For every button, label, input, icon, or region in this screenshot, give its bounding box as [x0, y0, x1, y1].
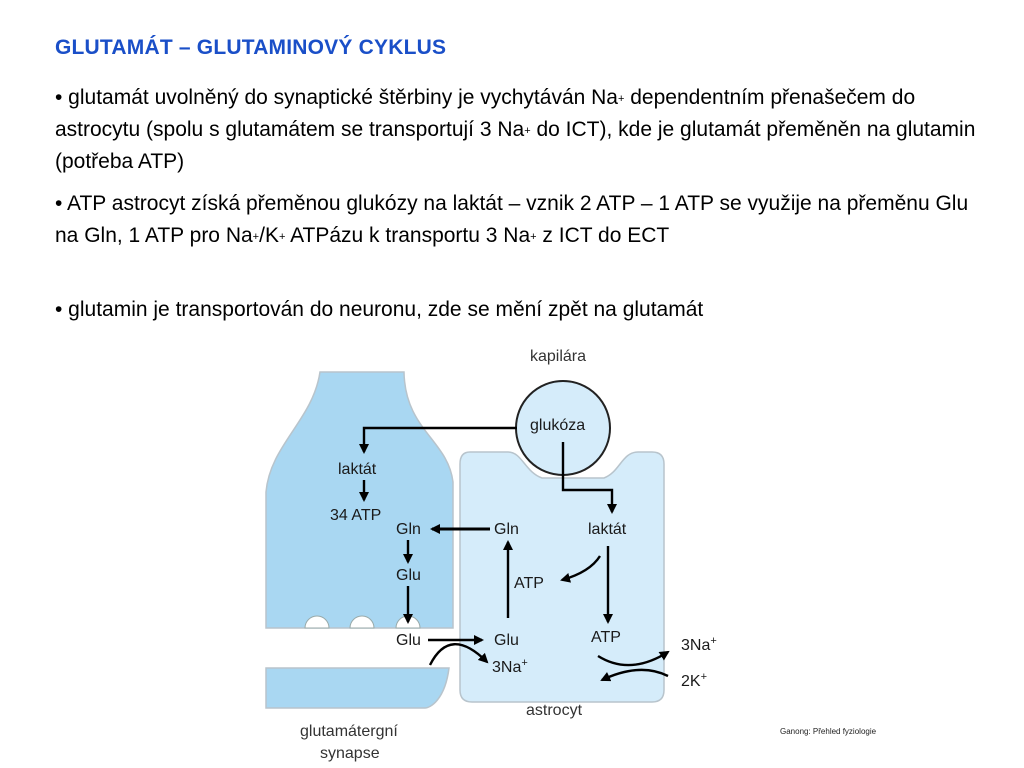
label-gln-neuron: Gln: [396, 521, 421, 538]
label-na-in-text: 3Na: [492, 659, 521, 676]
label-na-out-plus: +: [710, 635, 716, 647]
label-na-out: 3Na+: [681, 635, 717, 654]
label-atp-astrocyte-1: ATP: [514, 575, 544, 592]
source-credit: Ganong: Přehled fyziologie: [780, 727, 876, 736]
label-glu-neuron: Glu: [396, 567, 421, 584]
label-k-in-text: 2K: [681, 673, 701, 690]
label-synapse-line1: glutamátergní: [300, 723, 398, 740]
label-glucose: glukóza: [530, 417, 585, 434]
label-na-in-plus: +: [521, 657, 527, 669]
label-lactate-astrocyte: laktát: [588, 521, 627, 538]
label-glu-astrocyte: Glu: [494, 632, 519, 649]
label-k-in: 2K+: [681, 671, 707, 690]
label-lactate-neuron: laktát: [338, 461, 377, 478]
label-glu-cleft: Glu: [396, 632, 421, 649]
presynaptic-terminal: [266, 372, 453, 628]
label-capillary: kapilára: [530, 348, 586, 365]
postsynaptic-membrane: [266, 668, 449, 708]
label-k-in-plus: +: [701, 671, 707, 683]
label-gln-astrocyte: Gln: [494, 521, 519, 538]
label-astrocyte: astrocyt: [526, 702, 583, 719]
label-atp-neuron: 34 ATP: [330, 507, 381, 524]
label-atp-astrocyte-2: ATP: [591, 629, 621, 646]
label-synapse-line2: synapse: [320, 745, 380, 762]
label-na-out-text: 3Na: [681, 637, 710, 654]
